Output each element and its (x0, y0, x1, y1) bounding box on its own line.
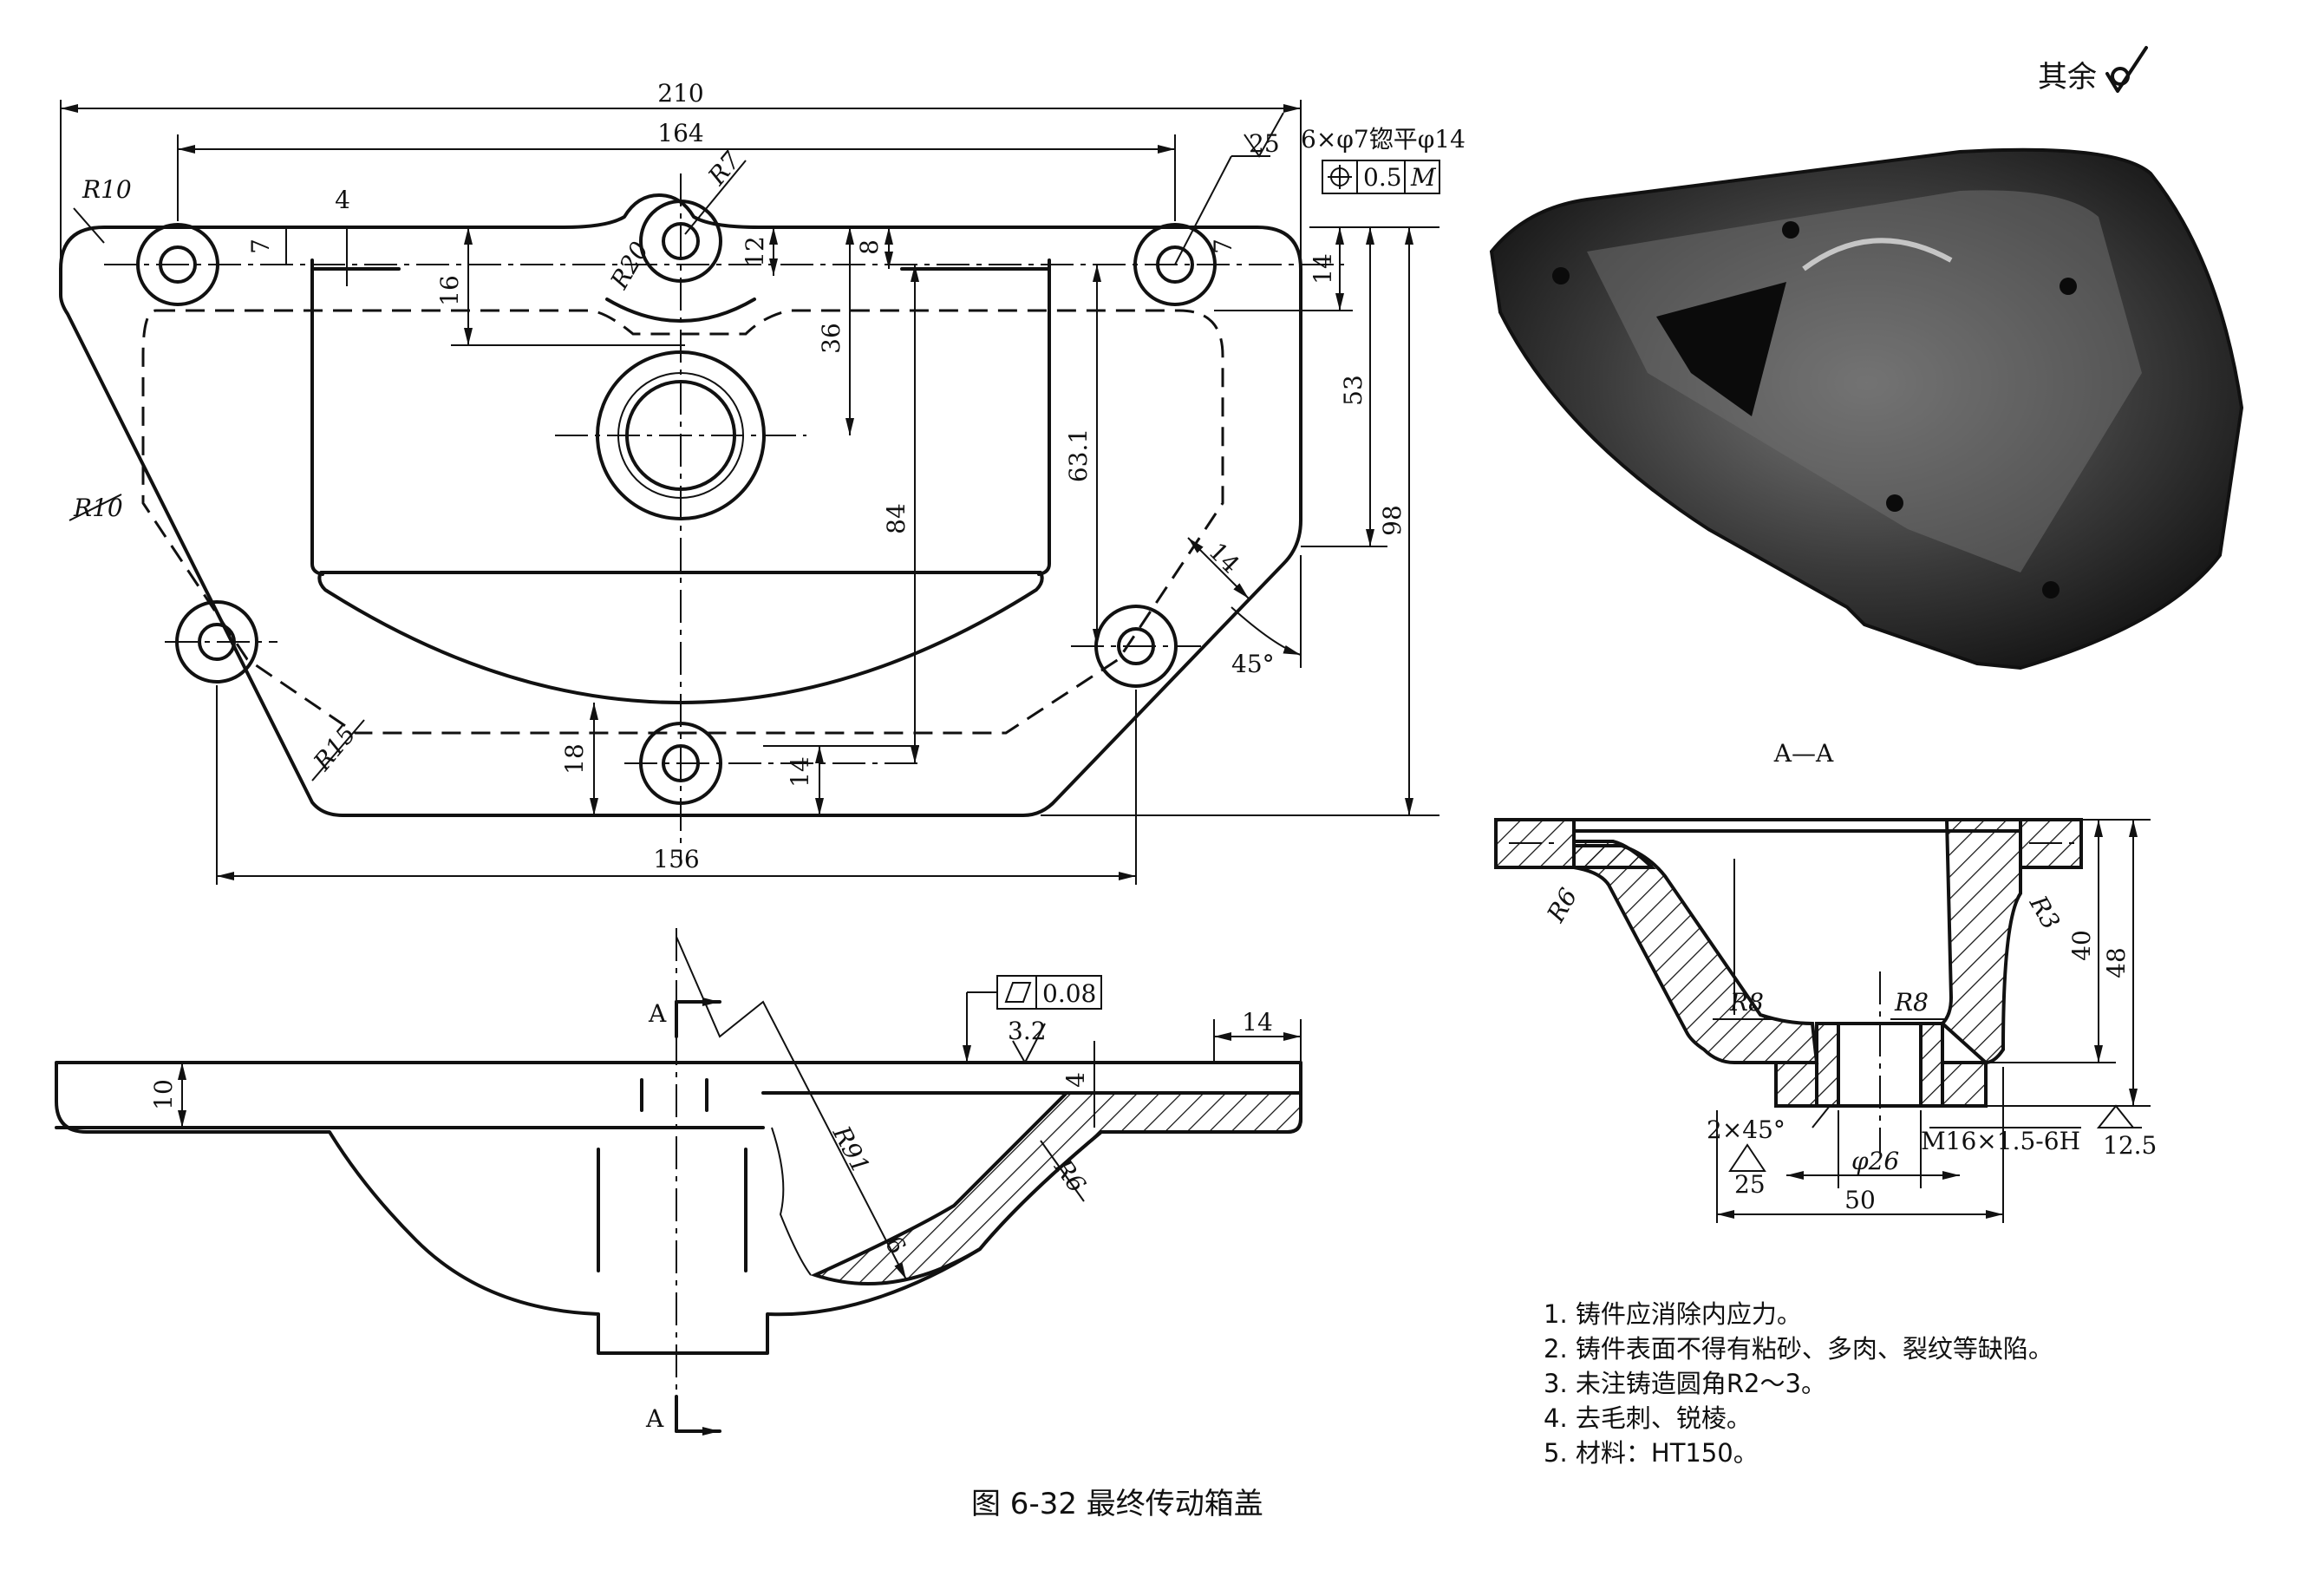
hole-spec: 6×φ7锪平φ14 (1301, 125, 1466, 154)
section-view: A—A R6 R3 R8 R8 40 48 (1494, 739, 2157, 1223)
position-tolerance-frame: 0.5 M (1322, 160, 1440, 194)
chamfer: 2×45° (1707, 1115, 1785, 1144)
wall-step: 4 (1061, 1072, 1090, 1088)
dim-7-right: 7 (1209, 239, 1237, 254)
note-1: 1. 铸件应消除内应力。 (1544, 1299, 1802, 1329)
dim-53: 53 (1339, 375, 1368, 406)
radius-r10-top: R10 (82, 175, 132, 204)
section-mark-top: A (648, 999, 667, 1028)
front-section-hatch (810, 1091, 1302, 1285)
roughness-25: 25 (1734, 1170, 1766, 1199)
note-3: 3. 未注铸造圆角R2～3。 (1544, 1369, 1826, 1398)
top-view-outline (59, 193, 1302, 817)
dim-bottom-bolt-span: 156 (653, 845, 699, 873)
inner-cavity-outline (141, 309, 1224, 735)
dim-bolt-pitch: 164 (657, 119, 703, 147)
dim-98: 98 (1378, 505, 1407, 536)
flange-width: 14 (1242, 1008, 1273, 1037)
flatness-value: 0.08 (1042, 979, 1096, 1008)
flatness-frame: 0.08 (963, 975, 1102, 1063)
radius-r7: R7 (702, 146, 746, 191)
bottom-crescent (317, 571, 1044, 704)
dim-14-chamfer: 14 (1203, 537, 1245, 579)
dim-4: 4 (335, 186, 350, 214)
roughness-top: 3.2 (1008, 1017, 1047, 1045)
top-view: 210 164 156 98 53 14 7 4 16 1 (59, 79, 1466, 885)
part-photo (1489, 147, 2244, 670)
section-height-48: 48 (2102, 947, 2131, 978)
radius-r91: R91 (826, 1121, 875, 1178)
front-view: A A R91 6 R6 10 4 14 0.08 3.2 (55, 928, 1302, 1436)
dim-16: 16 (435, 275, 464, 306)
section-r3: R3 (2023, 890, 2066, 934)
dim-14-bottom: 14 (786, 756, 814, 788)
roughness-12-5: 12.5 (2103, 1131, 2157, 1160)
dim-8: 8 (855, 239, 884, 255)
thread-spec: M16×1.5-6H (1921, 1127, 2080, 1155)
position-modifier: M (1410, 163, 1437, 192)
hole-roughness: 25 (1249, 129, 1280, 158)
dim-36: 36 (817, 323, 845, 354)
technical-notes: 1. 铸件应消除内应力。 2. 铸件表面不得有粘砂、多肉、裂纹等缺陷。 3. 未… (1544, 1299, 2053, 1468)
roughness-else-icon (2105, 46, 2148, 93)
dim-12: 12 (741, 236, 769, 267)
position-tolerance-value: 0.5 (1363, 163, 1402, 192)
roughness-symbol (1244, 112, 1284, 158)
dim-overall-width: 210 (657, 79, 703, 108)
note-2: 2. 铸件表面不得有粘砂、多肉、裂纹等缺陷。 (1544, 1334, 2053, 1364)
roughness-else-label: 其余 (2038, 60, 2097, 95)
section-height-40: 40 (2067, 930, 2096, 961)
bore-dia: φ26 (1851, 1147, 1899, 1175)
dim-63-1: 63.1 (1064, 428, 1093, 482)
note-4: 4. 去毛刺、锐棱。 (1544, 1403, 1752, 1433)
radius-r20: R20 (604, 237, 654, 294)
left-rib (310, 258, 324, 576)
right-rib (1037, 258, 1051, 576)
dim-18: 18 (560, 743, 589, 775)
section-r8-left: R8 (1729, 988, 1764, 1017)
section-r6: R6 (1541, 883, 1583, 927)
dim-14-top: 14 (1309, 253, 1337, 285)
section-title: A—A (1773, 739, 1834, 768)
radius-r15: R15 (307, 720, 361, 776)
section-mark-bottom: A (645, 1404, 664, 1433)
figure-caption: 图 6-32 最终传动箱盖 (971, 1487, 1263, 1521)
section-width-50: 50 (1844, 1186, 1876, 1214)
radius-r10-side: R10 (73, 494, 123, 522)
note-5: 5. 材料：HT150。 (1544, 1438, 1759, 1468)
flatness-icon (1004, 982, 1032, 1003)
angle-45: 45° (1231, 650, 1275, 678)
dim-84: 84 (882, 503, 911, 534)
flange-thickness: 10 (149, 1079, 178, 1110)
roughness-symbol (1012, 1023, 1046, 1065)
dim-7-left: 7 (246, 239, 275, 254)
section-r8-right: R8 (1894, 988, 1929, 1017)
